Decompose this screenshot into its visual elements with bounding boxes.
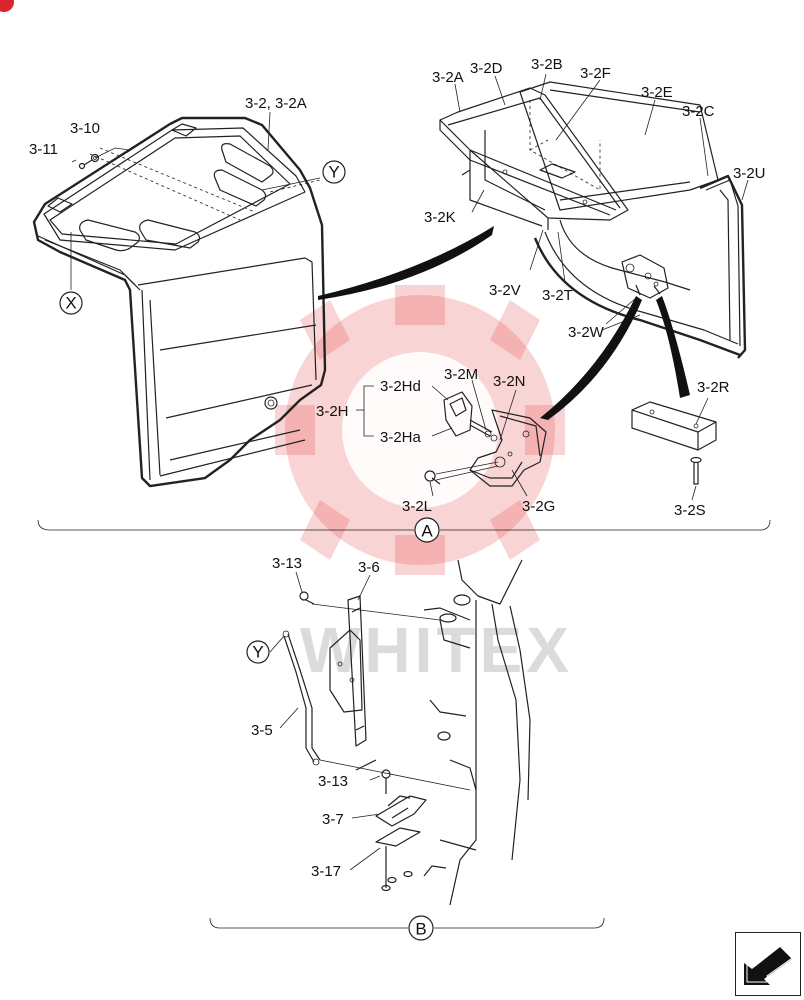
inner-tray-assembly	[439, 81, 747, 359]
part-labels: 3-2, 3-2A 3-10 3-11 3-2A 3-2D 3-2B 3-2F …	[29, 56, 766, 880]
lid-latch	[621, 254, 669, 299]
shim-3-17	[375, 827, 421, 888]
label-3-2A: 3-2A	[432, 69, 464, 86]
label-3-2W: 3-2W	[568, 324, 605, 341]
svg-text:A: A	[421, 522, 433, 541]
zoom-swoosh-3	[656, 296, 690, 398]
label-3-2Ha: 3-2Ha	[380, 429, 422, 446]
bolt-3-11	[78, 159, 93, 170]
label-3-13-bottom: 3-13	[318, 773, 348, 790]
label-3-2F: 3-2F	[580, 65, 611, 82]
label-3-2C: 3-2C	[682, 103, 715, 120]
pad-3-2R	[631, 401, 717, 451]
svg-text:B: B	[415, 920, 426, 939]
washer-3-10	[90, 153, 100, 163]
label-3-2Hd: 3-2Hd	[380, 378, 421, 395]
bolt-3-2L	[424, 470, 441, 485]
label-3-2G: 3-2G	[522, 498, 555, 515]
rod-3-2M	[469, 419, 498, 442]
label-3-2B: 3-2B	[531, 56, 563, 73]
label-3-2T: 3-2T	[542, 287, 573, 304]
label-3-2D: 3-2D	[470, 60, 503, 77]
label-3-2N: 3-2N	[493, 373, 526, 390]
label-3-7: 3-7	[322, 811, 344, 828]
label-3-2E: 3-2E	[641, 84, 673, 101]
label-3-2U: 3-2U	[733, 165, 766, 182]
handle-3-2Hd	[443, 391, 473, 437]
callout-b: B	[408, 915, 434, 941]
label-3-2H: 3-2H	[316, 403, 349, 420]
label-3-2K: 3-2K	[424, 209, 456, 226]
svg-text:Y: Y	[252, 643, 263, 662]
label-3-6: 3-6	[358, 559, 380, 576]
screw-3-2S	[690, 456, 702, 485]
label-3-2R: 3-2R	[697, 379, 730, 396]
callout-y-top: Y	[322, 160, 346, 184]
machine-frame	[355, 559, 531, 906]
rod-3-5	[282, 630, 321, 766]
bolt-3-13-top	[299, 591, 315, 605]
label-3-17: 3-17	[311, 863, 341, 880]
callout-x: X	[59, 291, 83, 315]
section-b-bracket	[209, 917, 605, 929]
label-3-2V: 3-2V	[489, 282, 521, 299]
label-3-10: 3-10	[70, 120, 100, 137]
label-3-2S: 3-2S	[674, 502, 706, 519]
zoom-swoosh-1	[318, 226, 494, 300]
label-3-5: 3-5	[251, 722, 273, 739]
bolt-3-13-bottom	[381, 769, 391, 794]
latch-assembly-3-2G	[469, 409, 547, 487]
label-3-2L: 3-2L	[402, 498, 432, 515]
svg-text:X: X	[65, 294, 76, 313]
label-3-2M: 3-2M	[444, 366, 478, 383]
section-a-bracket	[37, 519, 771, 531]
callout-y-bottom: Y	[246, 640, 270, 664]
callout-a: A	[414, 517, 440, 543]
red-circle-badge-icon	[0, 0, 16, 16]
label-3-2-3-2A: 3-2, 3-2A	[245, 95, 307, 112]
watermark-gear	[275, 285, 565, 575]
watermark-text: WHITEX	[300, 614, 573, 686]
label-3-13-top: 3-13	[272, 555, 302, 572]
arrow-lower-left-icon[interactable]	[735, 932, 801, 996]
catch-3-7	[375, 795, 427, 827]
label-3-11: 3-11	[29, 141, 58, 158]
svg-text:Y: Y	[328, 163, 339, 182]
bracket-plate-3-6	[329, 595, 367, 747]
zoom-swoosh-2	[540, 296, 642, 420]
